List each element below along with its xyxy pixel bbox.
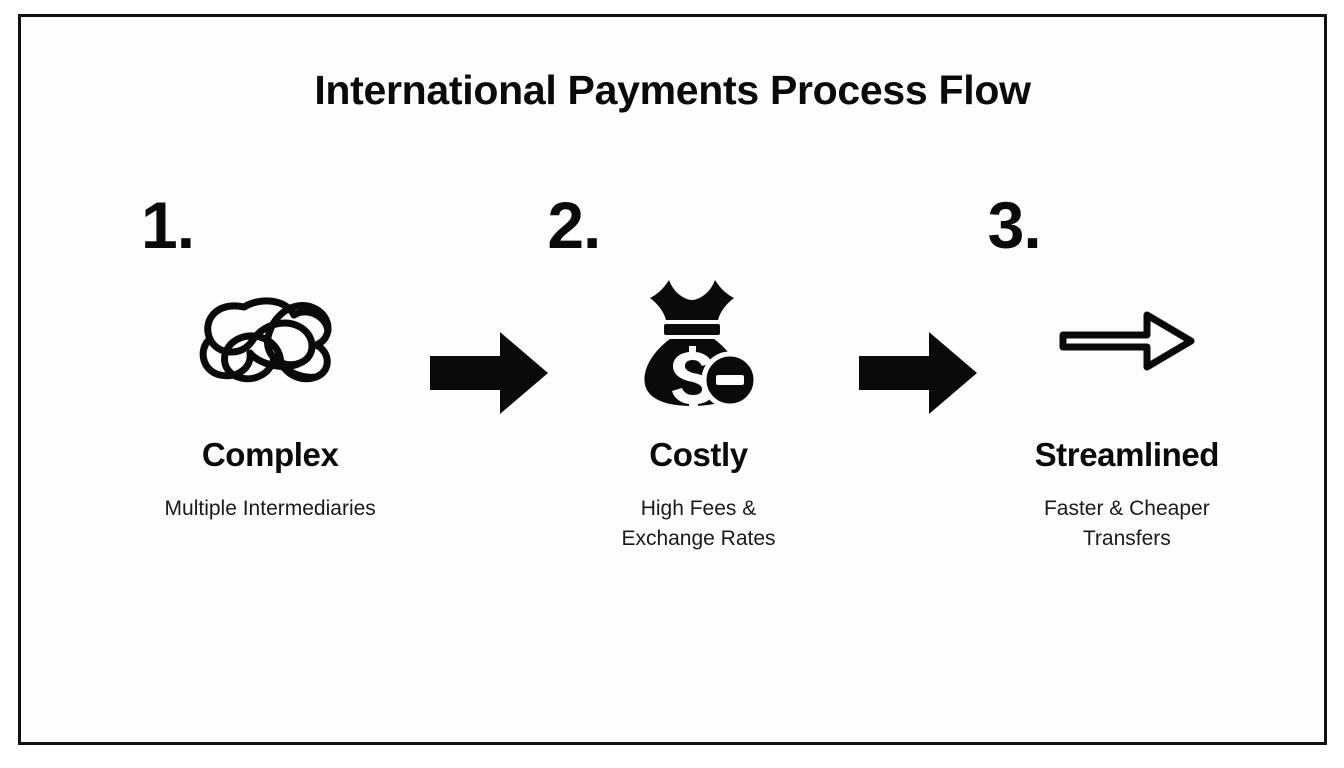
solid-arrow-right-icon: [858, 332, 977, 414]
step-heading-3: Streamlined: [1034, 436, 1220, 473]
step-caption-2: High Fees & Exchange Rates: [621, 497, 776, 551]
slide-canvas: International Payments Process Flow 1.: [18, 14, 1327, 745]
step-heading-2: Costly: [649, 436, 748, 473]
step-caption-3: Faster & Cheaper Transfers: [1043, 497, 1210, 551]
page-title: International Payments Process Flow: [314, 67, 1031, 113]
connector-arrow-2: [858, 192, 978, 414]
step-number-2: 2.: [547, 188, 601, 262]
process-step-1: 1. Complex Multiple Intermediaries: [111, 192, 429, 524]
tangled-knot-icon: [190, 276, 350, 406]
process-flow: 1. Complex Multiple Intermediaries: [61, 192, 1286, 555]
step-caption-1: Multiple Intermediaries: [164, 497, 376, 520]
money-bag-minus-icon: [640, 276, 757, 406]
connector-arrow-1: [429, 192, 549, 414]
process-step-3: 3. Streamlined Faster & Cheaper Transfer…: [968, 192, 1286, 555]
solid-arrow-right-icon: [430, 332, 549, 414]
step-number-3: 3.: [987, 188, 1042, 262]
outline-arrow-right-icon: [1059, 276, 1195, 406]
step-number-1: 1.: [141, 188, 195, 262]
process-step-2: 2. Costly High Fees & Exchange Rates: [539, 192, 857, 555]
step-heading-1: Complex: [201, 436, 339, 473]
